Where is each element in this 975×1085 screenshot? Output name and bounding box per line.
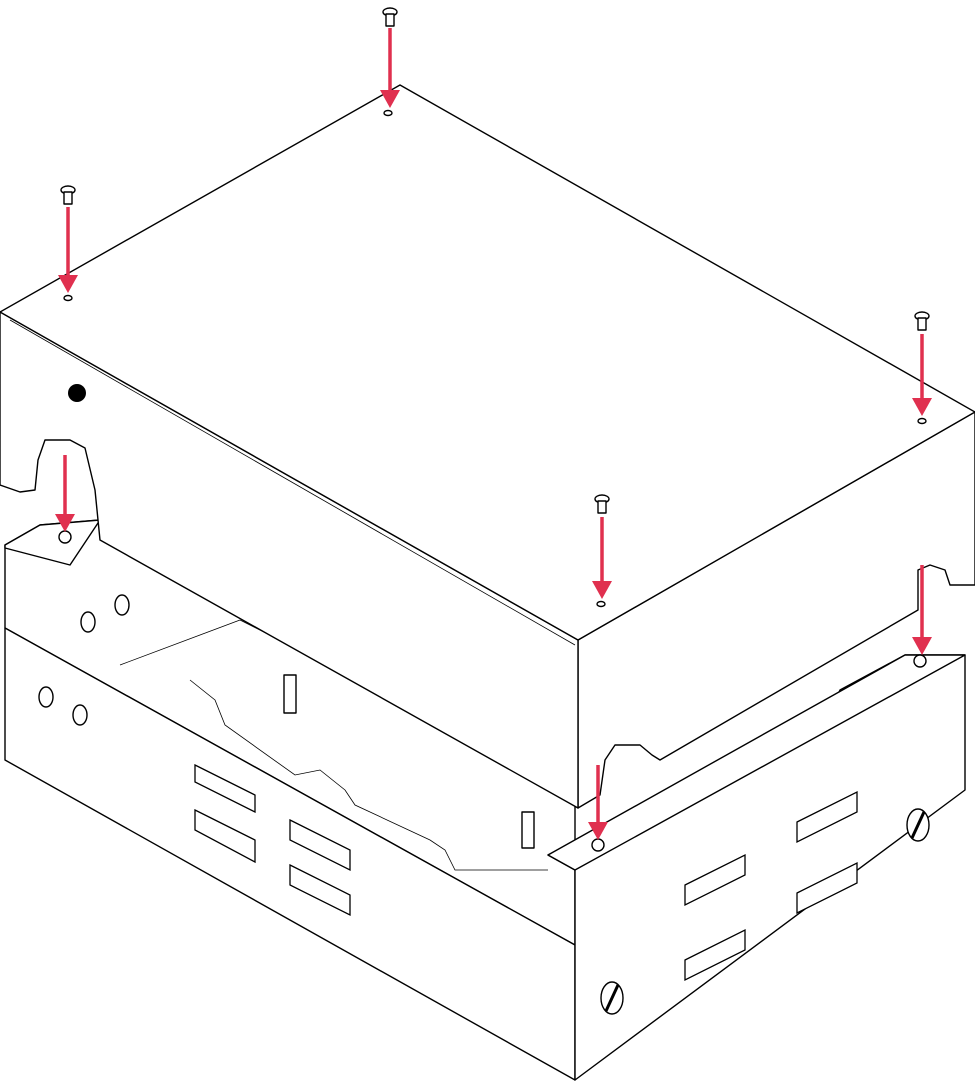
side-screws	[38, 594, 930, 1015]
arrow-down-icon	[380, 28, 400, 108]
vent-slots-right	[684, 790, 858, 982]
arrow-down-icon	[592, 517, 612, 599]
lid-front-face	[0, 311, 579, 809]
arrow-down-icon	[912, 565, 932, 655]
base-enclosure	[4, 519, 966, 1081]
screw	[382, 7, 398, 27]
standoff	[283, 674, 297, 714]
base-left-flange	[4, 519, 101, 566]
screws	[60, 7, 930, 514]
standoff	[521, 811, 535, 849]
screw	[594, 494, 610, 514]
screw	[60, 185, 76, 205]
lid-top-face	[0, 84, 975, 641]
arrow-down-icon	[58, 207, 78, 293]
lid-hole	[68, 384, 86, 402]
arrow-down-icon	[588, 765, 608, 840]
base-hole	[58, 530, 72, 544]
direction-arrows	[55, 28, 932, 840]
vent-slots-left	[194, 763, 351, 917]
base-hole	[591, 838, 605, 852]
arrow-down-icon	[912, 334, 932, 416]
base-hole	[913, 654, 927, 668]
arrow-down-icon	[55, 455, 75, 532]
screw	[914, 311, 930, 331]
base-right-flange	[547, 654, 966, 871]
